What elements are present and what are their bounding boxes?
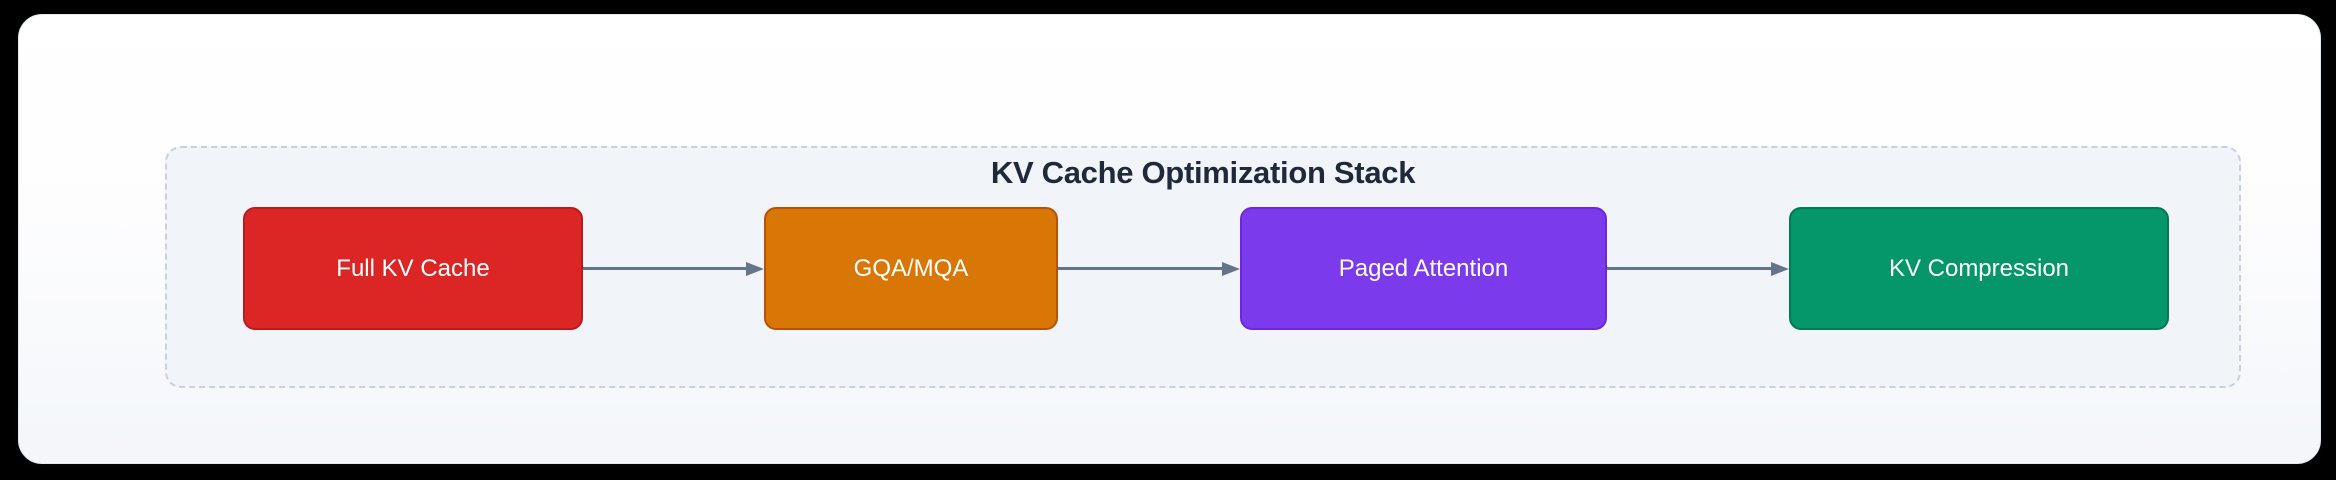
arrow-connector (1607, 261, 1789, 281)
node-paged-attention: Paged Attention (1240, 207, 1607, 330)
arrowhead-icon (1771, 261, 1789, 276)
node-label: Paged Attention (1338, 254, 1509, 282)
node-label: KV Compression (1888, 254, 2070, 282)
node-kv-compression: KV Compression (1789, 207, 2169, 330)
group-title: KV Cache Optimization Stack (990, 155, 1416, 190)
diagram-card: KV Cache Optimization Stack Full KV Cach… (18, 14, 2321, 464)
kv-cache-optimization-group: KV Cache Optimization Stack Full KV Cach… (165, 146, 2241, 388)
arrow-connector (583, 261, 764, 281)
arrowhead-icon (746, 261, 764, 276)
arrow-connector (1058, 261, 1240, 281)
node-label: GQA/MQA (853, 254, 969, 282)
node-label: Full KV Cache (336, 254, 490, 282)
arrowhead-icon (1222, 261, 1240, 276)
arrow-line (1607, 267, 1775, 270)
arrow-line (583, 267, 750, 270)
node-gqa-mqa: GQA/MQA (764, 207, 1058, 330)
arrow-line (1058, 267, 1226, 270)
node-full-kv-cache: Full KV Cache (243, 207, 583, 330)
